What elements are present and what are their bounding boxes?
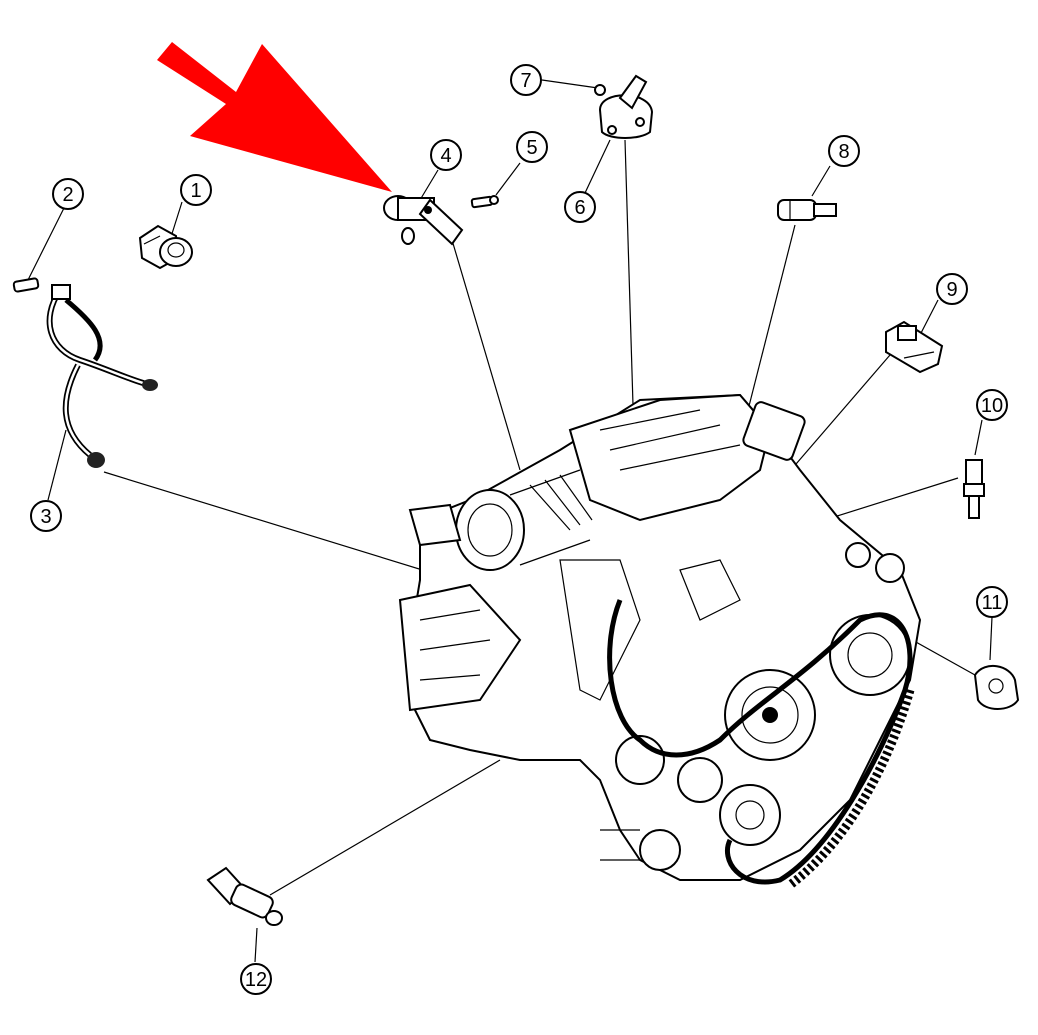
callout-9: 9 — [936, 273, 968, 305]
part-6-sensor-assembly — [598, 74, 654, 139]
callout-9-label: 9 — [946, 279, 957, 301]
callout-2: 2 — [52, 178, 84, 210]
callout-7-label: 7 — [520, 70, 531, 92]
callout-12-label: 12 — [245, 969, 267, 991]
callout-2-label: 2 — [62, 184, 73, 206]
engine-illustration — [398, 393, 922, 889]
callout-12: 12 — [240, 963, 272, 995]
callout-1-label: 1 — [190, 180, 201, 202]
callout-3-label: 3 — [40, 506, 51, 528]
part-9-map-sensor — [885, 320, 944, 374]
callout-3: 3 — [30, 500, 62, 532]
callout-5-label: 5 — [526, 137, 537, 159]
part-1-knock-sensor — [138, 224, 193, 270]
callout-10-label: 10 — [981, 395, 1003, 417]
part-2-bolt — [12, 277, 40, 293]
callout-8-label: 8 — [838, 141, 849, 163]
part-3-wiring-harness — [46, 284, 158, 468]
callout-5: 5 — [516, 131, 548, 163]
callout-1: 1 — [180, 174, 212, 206]
part-5-screw — [470, 195, 499, 209]
callout-10: 10 — [976, 389, 1008, 421]
callout-11-label: 11 — [982, 592, 1003, 614]
part-4-sensor — [383, 195, 464, 246]
highlight-arrow — [157, 42, 392, 192]
callout-4-label: 4 — [440, 145, 451, 167]
callout-11: 11 — [976, 586, 1008, 618]
part-7-screw — [594, 84, 606, 96]
part-8-sensor — [777, 199, 837, 221]
callout-7: 7 — [510, 64, 542, 96]
callout-6: 6 — [564, 191, 596, 223]
part-12-crank-sensor — [206, 866, 283, 926]
callout-8: 8 — [828, 135, 860, 167]
part-10-temp-sensor — [963, 459, 985, 519]
callout-6-label: 6 — [574, 197, 585, 219]
part-11-sensor — [973, 665, 1020, 710]
callout-4: 4 — [430, 139, 462, 171]
